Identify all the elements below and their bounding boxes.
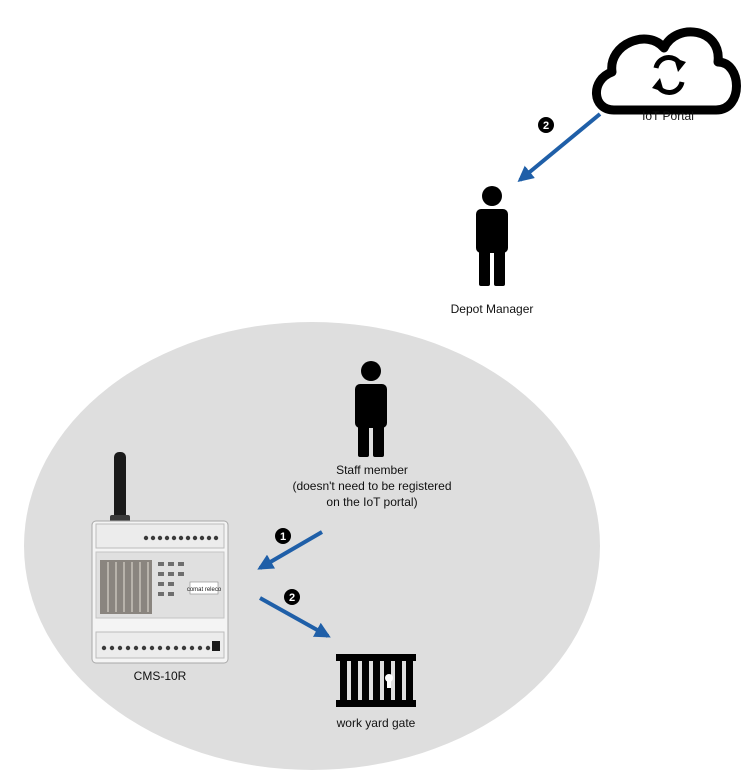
- brand-logo: [189, 581, 219, 595]
- cloud-icon: [592, 27, 741, 115]
- arrow-portal-to-manager: [517, 112, 602, 183]
- staff-member-note-line1: (doesn't need to be registered: [292, 479, 452, 493]
- step-badge-2-top: 2: [538, 117, 554, 133]
- step-badge-2-bottom: 2: [284, 589, 300, 605]
- depot-manager-person-icon: [476, 186, 508, 286]
- svg-text:2: 2: [289, 592, 295, 604]
- gate-icon: [336, 654, 416, 707]
- step-badge-1: 1: [275, 528, 291, 544]
- antenna: [114, 452, 126, 528]
- svg-text:comat releco: comat releco: [187, 587, 222, 593]
- staff-member-label: Staff member: [336, 463, 408, 477]
- staff-person-icon: [355, 361, 387, 457]
- cms-10r-device: comat releco: [91, 452, 229, 664]
- arrow-staff-to-device: [257, 530, 324, 570]
- svg-text:2: 2: [543, 120, 549, 132]
- gate-label: work yard gate: [336, 716, 416, 730]
- iot-portal-label: IoT Portal: [642, 109, 694, 123]
- depot-manager-label: Depot Manager: [450, 302, 534, 316]
- arrow-device-to-gate: [259, 596, 331, 638]
- staff-member-note-line2: on the IoT portal): [326, 495, 418, 509]
- svg-text:1: 1: [280, 531, 286, 543]
- device-label: CMS-10R: [133, 669, 187, 683]
